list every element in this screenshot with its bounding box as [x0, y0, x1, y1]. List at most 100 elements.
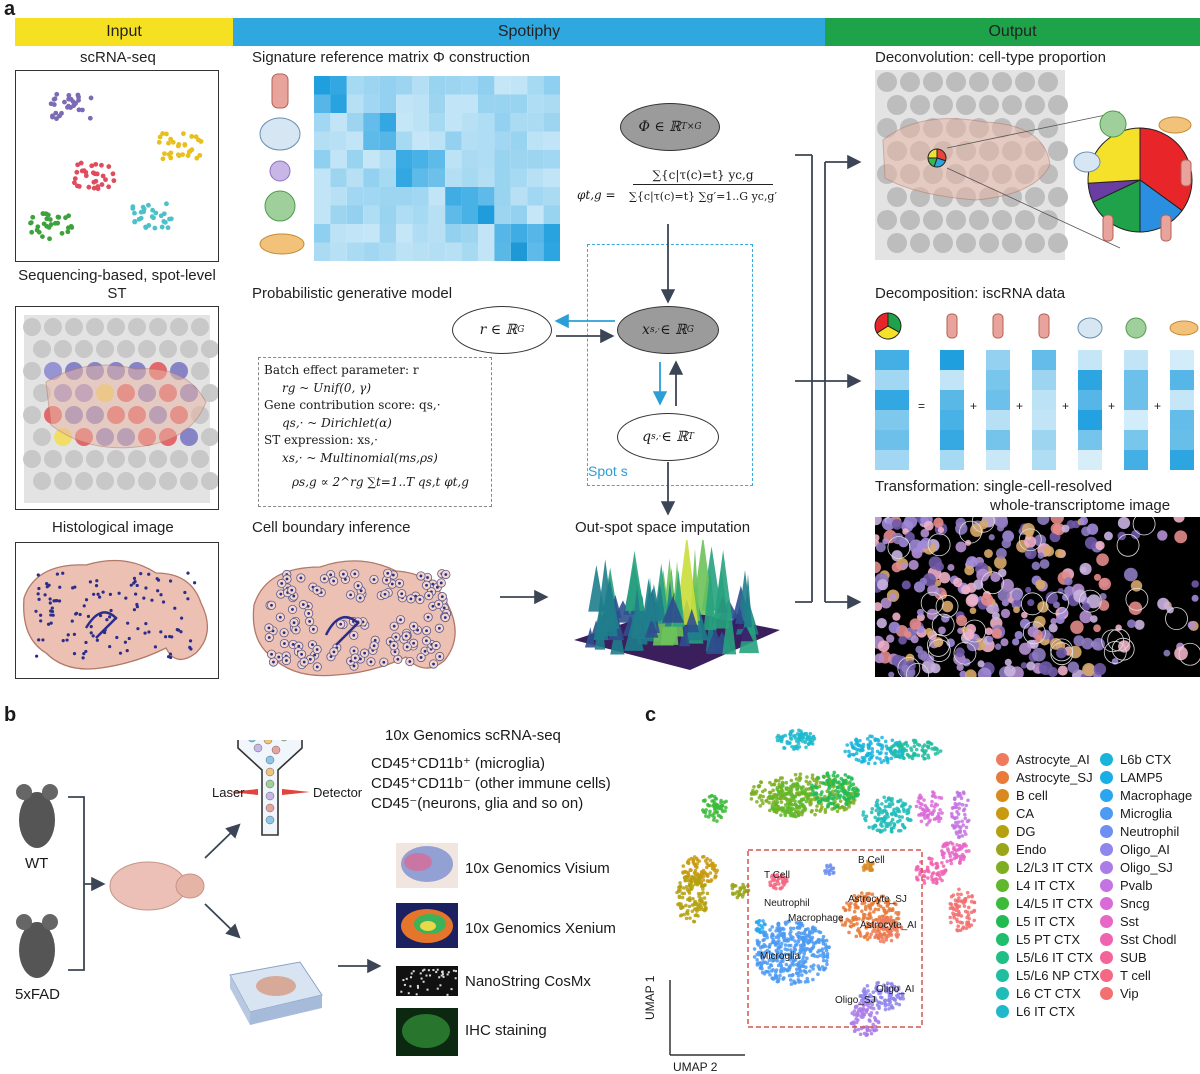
matrix-cell	[346, 94, 364, 113]
legend-label: L6b CTX	[1120, 752, 1172, 767]
decomp-cell	[1124, 410, 1148, 430]
umap-point	[860, 1007, 865, 1012]
umap-point	[820, 937, 825, 942]
umap-point	[852, 893, 857, 898]
umap-point	[804, 799, 809, 804]
nucleus-dot	[34, 609, 38, 613]
umap-point	[810, 785, 814, 790]
umap-point	[692, 919, 696, 924]
umap-point	[738, 892, 743, 897]
single-cell-dot	[1055, 615, 1065, 625]
umap-point	[759, 964, 764, 969]
single-cell-dot	[1043, 546, 1055, 557]
st-spot	[201, 340, 219, 358]
matrix-cell	[396, 187, 413, 206]
umap-point	[824, 938, 829, 943]
matrix-cell	[428, 187, 446, 206]
transform-title-2: whole-transcriptome image	[990, 497, 1171, 514]
cell-dot	[90, 170, 96, 176]
nucleus-dot	[142, 596, 146, 600]
single-cell-dot	[1092, 637, 1105, 651]
umap-point	[856, 1027, 861, 1032]
matrix-cell	[396, 113, 413, 132]
nucleus-dot	[78, 612, 82, 617]
umap-point	[804, 935, 808, 940]
umap-point	[873, 823, 877, 828]
nucleus-dot	[36, 592, 40, 596]
single-cell-dot	[892, 532, 904, 545]
legend-swatch	[996, 825, 1009, 838]
matrix-cell	[412, 224, 429, 243]
umap-point	[685, 910, 689, 915]
umap-point	[953, 796, 957, 800]
nucleus-dot	[383, 592, 387, 596]
umap-point	[843, 920, 848, 925]
single-cell-dot	[1070, 620, 1084, 634]
cell-dot	[197, 152, 203, 158]
deconv-spot	[969, 72, 989, 92]
nucleus-dot	[139, 572, 143, 576]
umap-point	[775, 873, 780, 877]
umap-point	[893, 813, 898, 817]
cosmx-fov	[432, 969, 435, 972]
umap-point	[898, 798, 903, 803]
legend-label: L5/L6 IT CTX	[1016, 950, 1094, 965]
st-spot	[117, 472, 135, 490]
matrix-cell	[412, 94, 429, 113]
legend-swatch	[996, 951, 1009, 964]
umap-point	[875, 756, 879, 760]
st-spot	[138, 472, 156, 490]
cell-dot	[111, 178, 117, 184]
deconv-spot	[923, 72, 943, 92]
umap-point	[854, 751, 859, 756]
matrix-cell	[510, 76, 528, 95]
umap-point	[804, 779, 809, 784]
signature-matrix	[259, 73, 560, 261]
matrix-cell	[428, 242, 446, 261]
umap-point	[790, 961, 794, 965]
deconv-spot	[1048, 187, 1068, 207]
umap-point	[817, 929, 821, 934]
umap-point	[869, 994, 874, 999]
umap-point	[795, 932, 799, 937]
st-spot	[149, 450, 167, 468]
umap-point	[705, 872, 710, 877]
umap-point	[749, 792, 754, 796]
umap-point	[889, 826, 894, 831]
umap-point	[914, 804, 919, 809]
umap-point	[688, 916, 692, 920]
umap-point	[908, 805, 912, 809]
umap-point	[825, 955, 830, 960]
st-spot	[33, 472, 51, 490]
matrix-cell	[379, 94, 396, 113]
single-cell-dot	[891, 654, 904, 667]
matrix-cell	[330, 76, 347, 95]
nucleus-dot	[412, 624, 416, 628]
umap-point	[939, 849, 944, 853]
umap-point	[838, 799, 843, 803]
umap-point	[694, 913, 699, 917]
umap-point	[857, 894, 861, 899]
umap-point	[708, 809, 712, 814]
umap-point	[895, 926, 899, 931]
nucleus-dot	[444, 573, 448, 576]
cell-dot	[67, 96, 73, 102]
umap-point	[797, 951, 802, 956]
single-cell-dot	[910, 635, 919, 644]
nucleus-dot	[159, 593, 163, 597]
pyramidal-neuron-icon	[1180, 159, 1192, 187]
umap-point	[777, 790, 782, 795]
umap-point	[861, 1003, 866, 1008]
nucleus-dot	[179, 616, 184, 620]
legend-swatch	[996, 843, 1009, 856]
umap-point	[933, 802, 938, 807]
umap-point	[884, 755, 888, 760]
cell-dot	[159, 224, 165, 230]
single-cell-dot	[1050, 523, 1062, 534]
cell-dot	[52, 220, 58, 226]
matrix-cell	[445, 113, 462, 132]
cosmx-fov	[410, 976, 413, 979]
umap-point	[854, 897, 859, 902]
umap-point	[798, 772, 803, 776]
nucleus-dot	[61, 571, 65, 575]
